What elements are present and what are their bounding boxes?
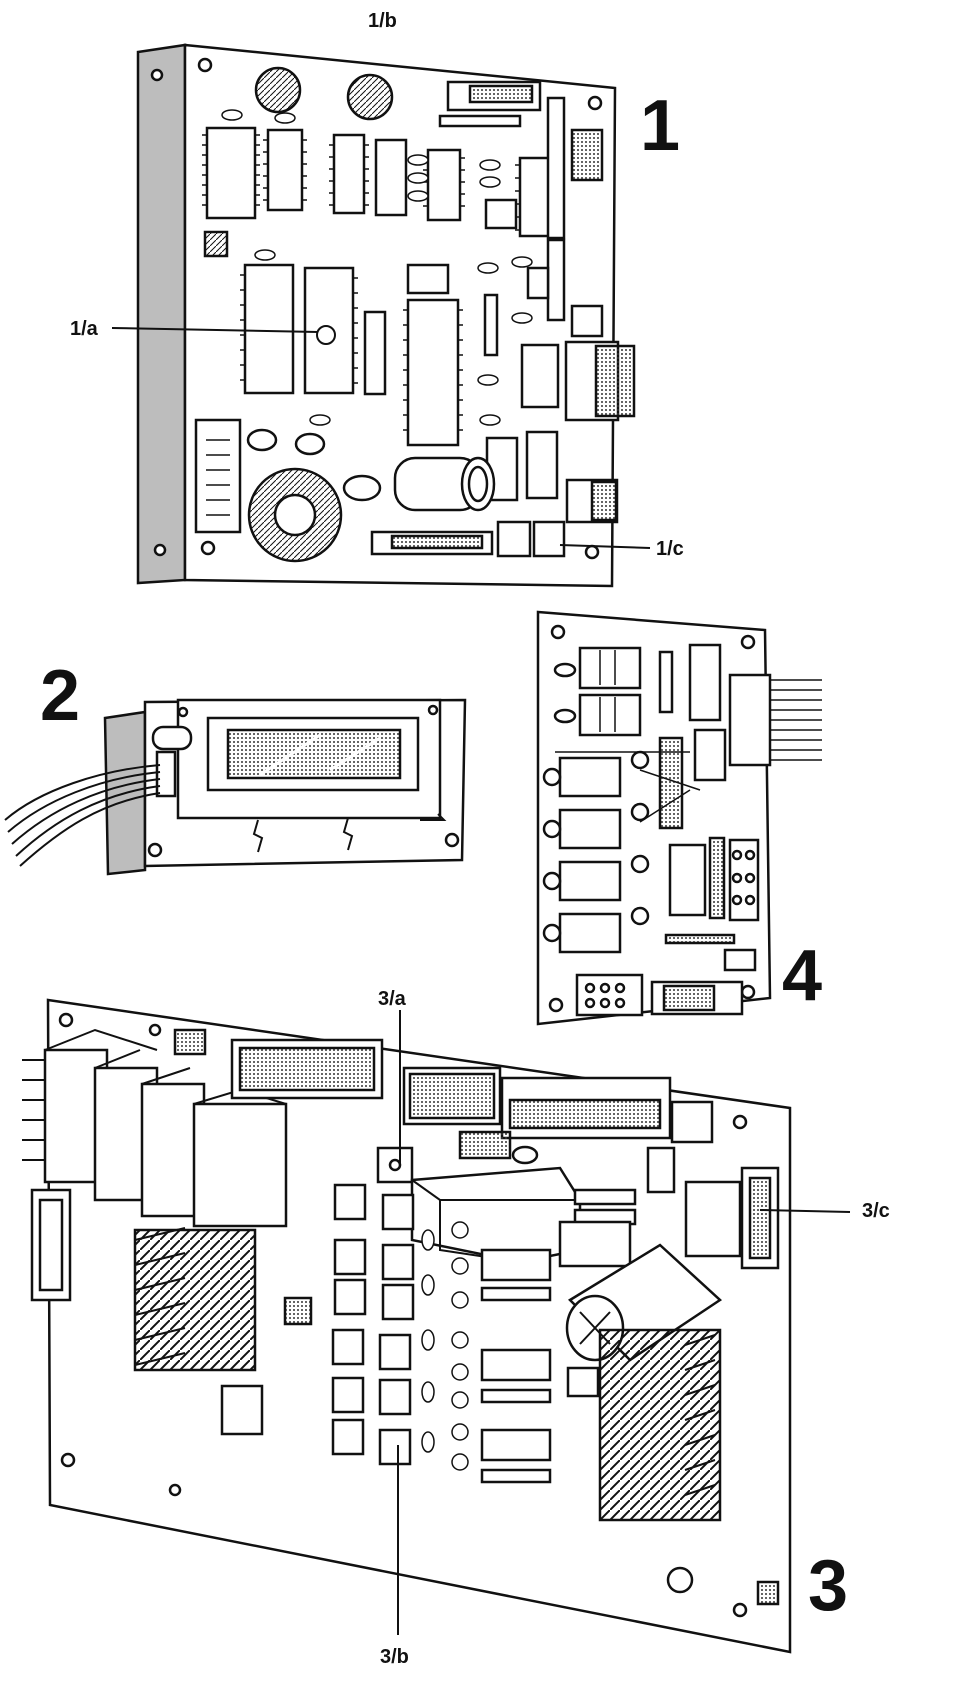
callout-3a: 3/a [378, 988, 406, 1010]
callout-3c: 3/c [862, 1200, 890, 1222]
board-number-3: 3 [808, 1546, 849, 1626]
board-4 [536, 610, 822, 1026]
leader-lines-3 [397, 1010, 851, 1635]
board-number-2: 2 [40, 656, 81, 736]
leader-lines-1 [111, 327, 651, 549]
toroid-coil-icon [247, 467, 343, 563]
callout-1c: 1/c [656, 538, 684, 560]
board-2-lcd [4, 698, 467, 876]
board-number-4: 4 [782, 936, 823, 1016]
capacitor-icon [342, 456, 496, 512]
callout-1a: 1/a [70, 318, 98, 340]
heatsink-icon [598, 1328, 722, 1522]
lcd-display-icon [226, 728, 402, 780]
ribbon-cable-icon [4, 764, 161, 867]
callout-1b: 1/b [368, 10, 397, 32]
callout-3b: 3/b [380, 1646, 409, 1668]
capacitor-icon [254, 66, 394, 121]
board-1 [136, 43, 636, 588]
heatsink-icon [133, 1227, 257, 1372]
ribbon-cable-icon [728, 673, 822, 767]
board-number-1: 1 [640, 86, 681, 166]
board-3 [22, 998, 792, 1654]
